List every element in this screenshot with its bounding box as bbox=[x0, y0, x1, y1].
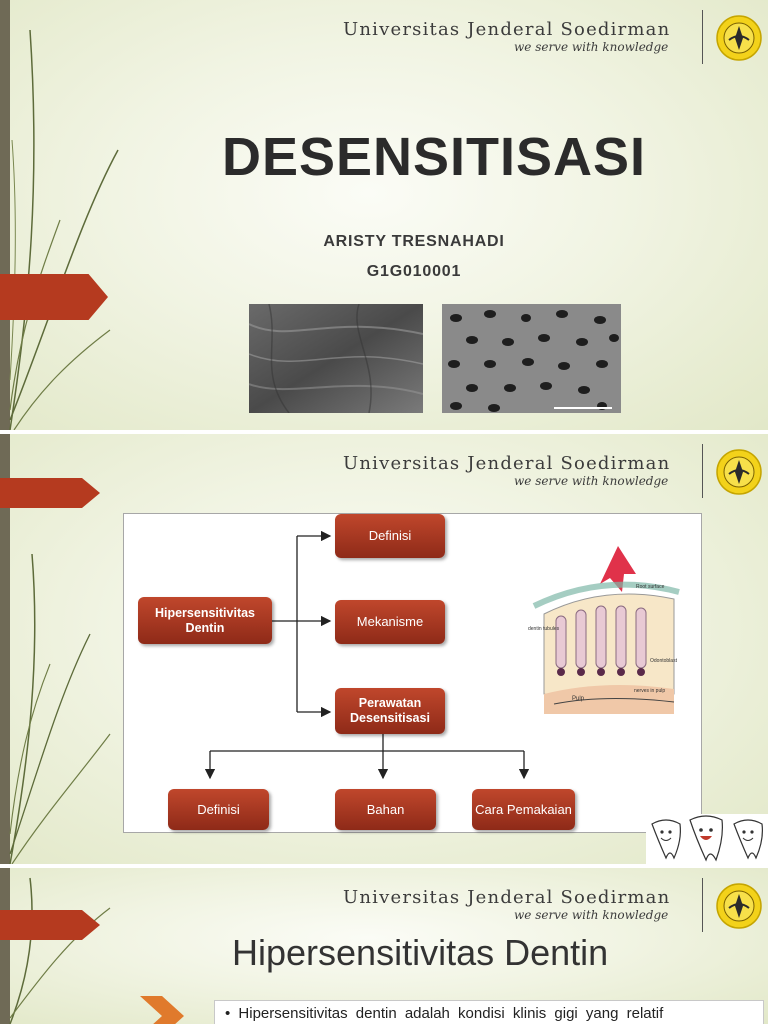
dentin-sem-photo-left bbox=[249, 304, 423, 413]
left-accent-bar bbox=[0, 434, 10, 864]
university-seal-icon bbox=[716, 15, 762, 61]
node-sub-definisi: Definisi bbox=[168, 789, 269, 830]
label-root-surface: Root surface bbox=[636, 584, 665, 590]
author-name: ARISTY TRESNAHADI bbox=[323, 233, 505, 250]
node-definisi: Definisi bbox=[335, 514, 445, 558]
bullet-content: Hipersensitivitas dentin adalah kondisi … bbox=[238, 1005, 664, 1022]
bullet-text: • Hipersensitivitas dentin adalah kondis… bbox=[225, 1005, 664, 1022]
accent-tab bbox=[0, 274, 108, 320]
slide-title: Universitas Jenderal Soedirman we serve … bbox=[0, 0, 768, 430]
label-dentin-tubules: dentin tubules bbox=[528, 626, 560, 632]
label-nerves: nerves in pulp bbox=[634, 688, 665, 694]
node-mekanisme: Mekanisme bbox=[335, 600, 445, 644]
slide-overview: Universitas Jenderal Soedirman we serve … bbox=[0, 434, 768, 864]
node-bahan: Bahan bbox=[335, 789, 436, 830]
university-tagline: we serve with knowledge bbox=[514, 908, 669, 922]
tooth-mascot-icon bbox=[646, 814, 768, 864]
accent-tab bbox=[0, 478, 100, 508]
dentin-tubules-sem-photo-right bbox=[442, 304, 621, 413]
node-perawatan-desensitisasi: Perawatan Desensitisasi bbox=[335, 688, 445, 734]
university-name: Universitas Jenderal Soedirman bbox=[343, 19, 671, 40]
left-accent-bar bbox=[0, 868, 10, 1024]
university-tagline: we serve with knowledge bbox=[514, 474, 669, 488]
section-title: Hipersensitivitas Dentin bbox=[232, 932, 609, 973]
frond-decoration-icon bbox=[9, 553, 111, 864]
header-divider bbox=[702, 444, 703, 498]
left-accent-bar bbox=[0, 0, 10, 430]
dentin-tubule-illustration: Root surface dentin tubules Odontoblast … bbox=[528, 546, 680, 714]
chevron-accent-icon bbox=[140, 996, 184, 1024]
label-pulp: Pulp bbox=[572, 696, 585, 702]
header-divider bbox=[702, 878, 703, 932]
university-tagline: we serve with knowledge bbox=[514, 40, 669, 54]
node-hipersensitivitas-dentin: Hipersensitivitas Dentin bbox=[138, 597, 272, 644]
frond-decoration-icon bbox=[9, 877, 111, 1024]
label-odontoblast: Odontoblast bbox=[650, 658, 678, 664]
university-name: Universitas Jenderal Soedirman bbox=[343, 453, 671, 474]
university-name: Universitas Jenderal Soedirman bbox=[343, 887, 671, 908]
header-divider bbox=[702, 10, 703, 64]
author-id: G1G010001 bbox=[366, 263, 462, 280]
university-seal-icon bbox=[716, 883, 762, 929]
slide-hipersensitivitas: Universitas Jenderal Soedirman we serve … bbox=[0, 868, 768, 1024]
frond-decoration-icon bbox=[9, 29, 119, 430]
accent-tab bbox=[0, 910, 100, 940]
bullet-box: • Hipersensitivitas dentin adalah kondis… bbox=[214, 1000, 764, 1024]
connector-lines bbox=[204, 530, 530, 780]
university-seal-icon bbox=[716, 449, 762, 495]
node-cara-pemakaian: Cara Pemakaian bbox=[472, 789, 575, 830]
page-title: DESENSITISASI bbox=[221, 127, 647, 187]
concept-map: Hipersensitivitas Dentin Definisi Mekani… bbox=[123, 513, 702, 833]
